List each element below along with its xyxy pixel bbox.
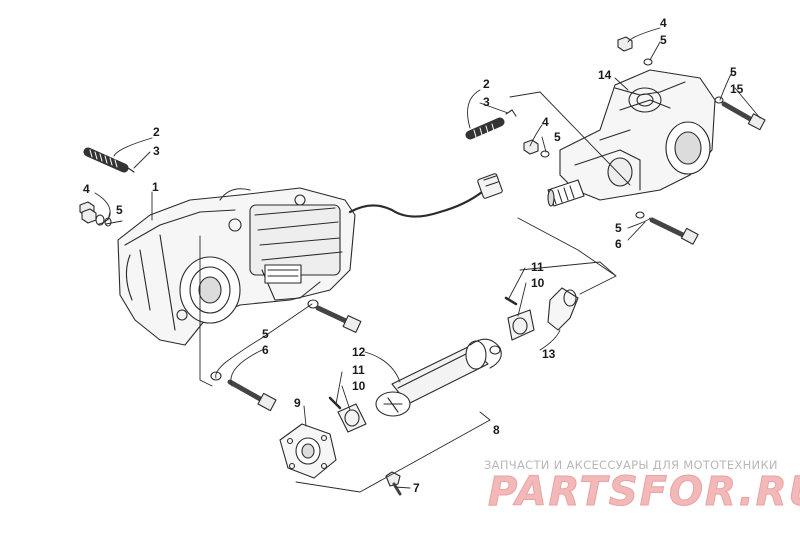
rear-gear-case xyxy=(117,173,503,346)
bolts-left xyxy=(210,299,362,412)
callout-11: 11 xyxy=(352,363,365,377)
drive-shaft xyxy=(328,287,579,433)
callout-13: 13 xyxy=(542,347,556,361)
callout-5: 5 xyxy=(116,203,123,217)
callout-10: 10 xyxy=(531,276,545,290)
callout-9: 9 xyxy=(294,396,301,410)
callout-10: 10 xyxy=(352,379,366,393)
leader-lines xyxy=(94,27,761,493)
callout-15: 15 xyxy=(730,82,744,96)
callout-4: 4 xyxy=(660,16,667,30)
spring-left xyxy=(83,147,135,173)
callout-5: 5 xyxy=(615,221,622,235)
spring-right xyxy=(465,109,517,140)
callout-6: 6 xyxy=(615,237,622,251)
callout-5: 5 xyxy=(262,327,269,341)
callout-6: 6 xyxy=(262,343,269,357)
callout-4: 4 xyxy=(83,182,90,196)
callout-5: 5 xyxy=(730,65,737,79)
output-flange xyxy=(279,423,402,496)
callout-11: 11 xyxy=(531,260,544,274)
callout-2: 2 xyxy=(153,125,160,139)
callout-12: 12 xyxy=(352,345,366,359)
callout-14: 14 xyxy=(598,68,612,82)
watermark-caption: ЗАПЧАСТИ И АКСЕССУАРЫ ДЛЯ МОТОТЕХНИКИ xyxy=(484,458,778,472)
nuts-washers-left xyxy=(79,201,112,227)
callout-8: 8 xyxy=(493,423,500,437)
nuts-washers-right xyxy=(523,36,766,245)
callout-3: 3 xyxy=(153,144,160,158)
callout-1: 1 xyxy=(152,180,159,194)
callout-7: 7 xyxy=(413,481,420,495)
callout-2: 2 xyxy=(483,77,490,91)
watermark-logo: PARTSFOR.RU xyxy=(487,469,800,515)
front-differential xyxy=(547,69,716,207)
callout-4: 4 xyxy=(542,115,549,129)
callout-5: 5 xyxy=(554,130,561,144)
callout-5: 5 xyxy=(660,33,667,47)
callout-3: 3 xyxy=(483,95,490,109)
